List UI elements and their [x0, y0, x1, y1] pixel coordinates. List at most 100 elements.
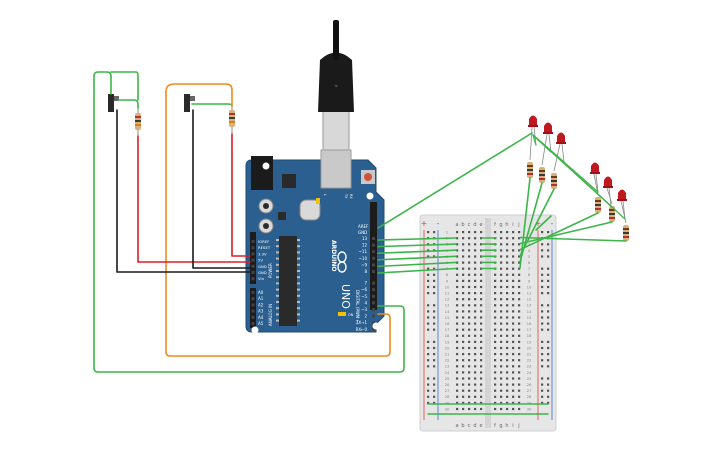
bb-hole [474, 285, 477, 289]
bb-rail-hole [427, 353, 430, 356]
bb-hole [494, 231, 497, 234]
bb-hole [494, 389, 497, 392]
bb-hole [494, 334, 497, 337]
bb-hole [518, 261, 521, 264]
bb-hole [518, 383, 521, 386]
bb-hole [480, 267, 483, 270]
bb-row-number: 20 [527, 345, 532, 350]
power-pin-label: 3.3V [258, 251, 267, 256]
bb-hole [500, 231, 503, 234]
bb-hole [512, 401, 515, 404]
bb-column-label: h [505, 222, 508, 228]
bb-rail-hole [433, 285, 436, 289]
bb-hole [494, 383, 497, 386]
bb-hole [500, 365, 503, 368]
bb-rail-hole [433, 353, 436, 356]
bb-row-number: 25 [527, 376, 532, 381]
bb-hole [480, 243, 483, 246]
bb-hole [468, 359, 471, 362]
digital-pin-label: ~6 [361, 287, 367, 292]
bb-hole [468, 316, 471, 319]
bb-row-number: 26 [527, 382, 532, 387]
bb-rail-hole [427, 249, 430, 252]
rail-plus-label-right: + [535, 219, 542, 228]
led-rx-label: RX [349, 194, 353, 199]
bb-hole [462, 316, 465, 319]
bb-rail-hole [541, 395, 544, 398]
red-led [617, 189, 627, 224]
digital-pin-socket [372, 270, 375, 273]
header-gnd-label: GND [358, 230, 367, 235]
bb-hole [456, 377, 459, 380]
digital-pin-socket [372, 327, 375, 331]
digital-pin-socket [372, 314, 375, 318]
bb-rail-hole [541, 401, 544, 404]
bb-rail-hole [427, 273, 430, 276]
bb-hole [474, 243, 477, 246]
bb-hole [468, 261, 471, 264]
digital-pin-socket [372, 243, 375, 247]
digital-pin-label: 12 [362, 243, 368, 248]
bb-hole [480, 359, 483, 362]
bb-hole [474, 401, 477, 404]
bb-rail-hole [427, 401, 430, 404]
bb-rail-hole [547, 340, 550, 343]
bb-rail-hole [433, 401, 436, 404]
bb-rail-hole [433, 316, 436, 319]
bb-hole [468, 340, 471, 343]
bb-hole [456, 310, 459, 313]
bb-hole [512, 353, 515, 356]
bb-rail-hole [547, 267, 550, 270]
bb-row-number: 18 [527, 333, 532, 338]
wires [93, 71, 627, 415]
bb-hole [468, 383, 471, 386]
digital-pin-label: ~3 [361, 307, 367, 312]
bb-hole [506, 365, 509, 368]
bb-rail-hole [541, 383, 544, 386]
wire-orange-switch2-to-pin [165, 91, 391, 357]
bb-hole [500, 328, 503, 331]
led-l-label: L [323, 194, 327, 196]
mcu-pin [297, 239, 300, 241]
digital-pin-label: 8 [364, 269, 367, 274]
bb-hole [506, 389, 509, 392]
bb-hole [474, 340, 477, 343]
bb-rail-hole [547, 377, 550, 380]
bb-hole [462, 249, 465, 252]
bb-hole [480, 255, 483, 258]
bb-column-label: b [461, 222, 464, 228]
wire-red-resistor2-5v [231, 133, 251, 257]
bb-hole [506, 359, 509, 362]
bb-hole [462, 255, 465, 258]
digital-pin-socket [372, 288, 375, 292]
bb-rail-hole [547, 346, 550, 350]
bb-hole [480, 395, 483, 398]
bb-column-label: f [494, 222, 496, 228]
bb-hole [518, 310, 521, 313]
bb-rail-hole [427, 346, 430, 350]
bb-hole [506, 316, 509, 319]
power-pin-label: Vin [258, 276, 265, 281]
bb-hole [468, 304, 471, 307]
bb-hole [480, 365, 483, 368]
bb-rail-hole [427, 383, 430, 386]
bb-hole [494, 292, 497, 295]
bb-hole [480, 377, 483, 380]
bb-hole [500, 273, 503, 276]
bb-hole [468, 273, 471, 276]
bb-hole [462, 237, 465, 240]
bb-hole [468, 371, 471, 374]
bb-hole [506, 279, 509, 282]
mcu-pin [297, 270, 300, 272]
bb-hole [480, 249, 483, 252]
analog-pin-label: A0 [258, 290, 264, 295]
bb-hole [506, 249, 509, 252]
bb-hole [518, 359, 521, 362]
led-group [527, 115, 629, 241]
bb-hole [474, 353, 477, 356]
bb-hole [518, 243, 521, 246]
bb-hole [512, 407, 515, 411]
